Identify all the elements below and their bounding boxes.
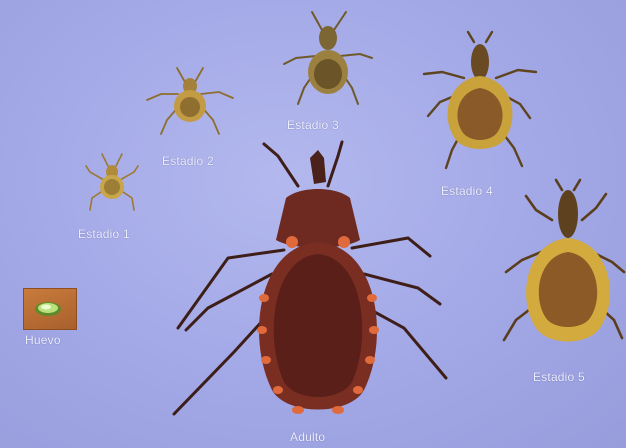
nymph-stage-1 [82, 150, 142, 220]
nymph-stage-3 [278, 10, 378, 110]
nymph-stage-2 [143, 64, 238, 144]
label-estadio-1: Estadio 1 [78, 227, 130, 241]
label-estadio-5: Estadio 5 [533, 370, 585, 384]
adult-specimen [168, 138, 468, 434]
nymph-stage-1-image [82, 150, 142, 220]
egg-image [24, 289, 76, 329]
nymph-stage-5 [496, 180, 626, 360]
label-adulto: Adulto [290, 430, 325, 444]
label-estadio-3: Estadio 3 [287, 118, 339, 132]
nymph-stage-5-image [496, 180, 626, 360]
label-huevo: Huevo [25, 333, 61, 347]
adult-image [168, 138, 468, 434]
egg-specimen [23, 288, 77, 330]
nymph-stage-3-image [278, 10, 378, 110]
nymph-stage-2-image [143, 64, 238, 144]
